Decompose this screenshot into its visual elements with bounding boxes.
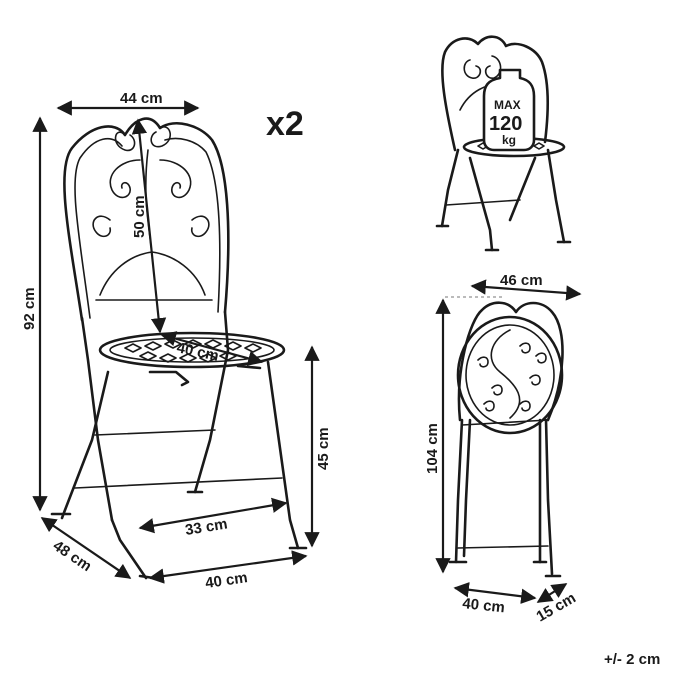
load-unit-label: kg xyxy=(502,133,516,147)
inner-width-dimension-line xyxy=(138,497,288,534)
seat-height-label: 45 cm xyxy=(315,427,332,470)
depth-dimension-line xyxy=(40,517,132,579)
back-height-dimension-line xyxy=(131,118,167,334)
folded-chair-drawing xyxy=(448,301,564,578)
tolerance-note: +/- 2 cm xyxy=(604,651,660,668)
load-badge: MAX 120 kg xyxy=(482,68,536,152)
width-bottom-label: 40 cm xyxy=(204,569,248,592)
folded-depth-label: 15 cm xyxy=(534,589,579,625)
folded-depth-dimension-line xyxy=(536,583,568,603)
seat-diameter-label: 40 cm xyxy=(175,339,220,364)
load-value-label: 120 xyxy=(489,113,522,135)
main-chair-drawing xyxy=(50,117,308,580)
inner-width-label: 33 cm xyxy=(184,516,229,539)
quantity-label: x2 xyxy=(266,105,304,143)
depth-label: 48 cm xyxy=(50,537,95,575)
load-max-label: MAX xyxy=(494,98,521,112)
folded-seat-mosaic xyxy=(477,329,547,419)
folded-height-label: 104 cm xyxy=(424,423,441,474)
height-total-label: 92 cm xyxy=(21,287,38,330)
folded-width-dimension-line xyxy=(470,279,582,301)
folded-width-bottom-dimension-line xyxy=(453,582,537,604)
folded-width-bottom-label: 40 cm xyxy=(462,595,506,616)
width-bottom-dimension-line xyxy=(148,550,308,584)
back-height-label: 50 cm xyxy=(131,195,148,238)
folded-width-label: 46 cm xyxy=(500,272,543,289)
width-top-label: 44 cm xyxy=(120,90,163,107)
seat-diameter-dimension-line xyxy=(160,331,264,366)
